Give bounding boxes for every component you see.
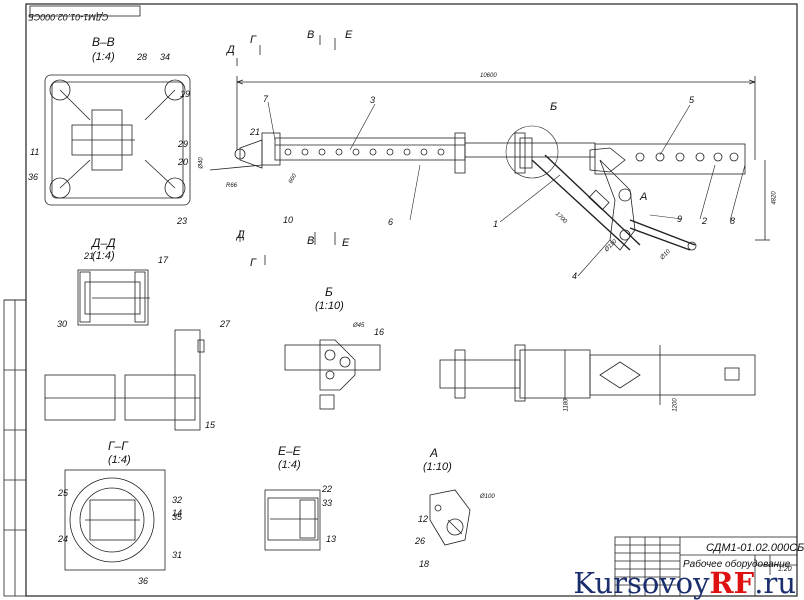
callout-5: 5 [689, 95, 695, 105]
callout-4: 4 [572, 271, 578, 281]
section-ee-scale: (1:4) [278, 459, 301, 471]
stamp-title: Рабочее оборудование [683, 559, 791, 570]
dim-d10: Ø100 [480, 494, 495, 500]
section-a-scale: (1:10) [423, 461, 452, 473]
section-gg-title: Г–Г [108, 439, 128, 453]
dim-d3: R66 [226, 183, 238, 189]
cut-label-g-top: Г [250, 34, 256, 46]
dim-d9: 1200 [672, 398, 679, 412]
section-gg-scale: (1:4) [108, 454, 131, 466]
dim-d1: Ø40 [198, 157, 205, 169]
callout-19: 19 [180, 89, 191, 99]
callout-15: 15 [205, 420, 216, 430]
section-a-title: А [430, 446, 439, 460]
callout-22: 22 [322, 484, 333, 494]
callout-35: 35 [172, 512, 183, 522]
dim-d8: 1180 [563, 398, 570, 412]
callout-13: 13 [326, 534, 337, 544]
section-b-scale: (1:10) [315, 300, 344, 312]
section-vv [44, 74, 191, 206]
callout-2: 2 [702, 216, 708, 226]
section-dd [77, 269, 150, 326]
dim-height: 4820 [771, 191, 778, 205]
top-stamp-code: СДМ1-01.02.000СБ [28, 12, 109, 22]
cut-label-v-top: В [307, 29, 315, 41]
callout-36-gg: 36 [138, 576, 149, 586]
title-block [614, 536, 798, 597]
callout-8: 8 [730, 216, 736, 226]
section-ee-title: Е–Е [278, 444, 301, 458]
watermark-logo: KursovoyRF.ru [573, 566, 796, 600]
callout-34: 34 [160, 52, 171, 62]
section-ee [264, 489, 321, 551]
cut-label-e-top: Е [345, 29, 353, 41]
cut-label-a: А [640, 191, 648, 203]
callout-9: 9 [677, 214, 683, 224]
stamp-scale: 1:20 [778, 566, 792, 573]
drawing-frame [3, 3, 798, 597]
stamp-code: СДМ1-01.02.000СБ [706, 542, 804, 554]
callout-21-main: 21 [250, 127, 261, 137]
callout-29: 29 [178, 139, 189, 149]
callout-12: 12 [418, 514, 429, 524]
callout-14: 14 [172, 508, 183, 518]
section-a [429, 489, 471, 546]
callout-20: 20 [178, 157, 189, 167]
callout-24: 24 [58, 534, 69, 544]
callout-26: 26 [415, 536, 426, 546]
callout-21-dd: 21 [84, 251, 95, 261]
callout-30: 30 [57, 319, 68, 329]
section-vv-scale: (1:4) [92, 51, 115, 63]
main-assembly [209, 35, 770, 265]
callout-36-vv: 36 [28, 172, 39, 182]
boom-holes [284, 148, 739, 162]
callout-32: 32 [172, 495, 183, 505]
cut-label-e-bottom: Е [342, 237, 350, 249]
cut-label-b: Б [550, 101, 558, 113]
callout-17: 17 [158, 255, 169, 265]
callout-25: 25 [58, 488, 69, 498]
callout-31: 31 [172, 550, 183, 560]
dim-overall-length: 10600 [480, 73, 497, 79]
callout-6: 6 [388, 217, 394, 227]
section-dd-title: Д–Д [92, 236, 116, 250]
cut-label-v-bottom: В [307, 235, 315, 247]
section-gg [64, 469, 166, 571]
dim-d7: Ø45 [353, 323, 365, 329]
callout-11: 11 [30, 147, 40, 157]
section-b-title: Б [325, 285, 333, 299]
callout-16: 16 [374, 327, 385, 337]
cut-label-d-bottom: Д [237, 229, 245, 241]
callout-10: 10 [283, 215, 294, 225]
callout-7: 7 [263, 94, 269, 104]
joint-view [44, 329, 205, 431]
callout-27: 27 [220, 319, 231, 329]
callout-23: 23 [177, 216, 188, 226]
callout-28: 28 [137, 52, 148, 62]
callout-33: 33 [322, 498, 333, 508]
cut-label-d-top: Д [227, 44, 235, 56]
callout-3: 3 [370, 95, 376, 105]
cut-label-g-bottom: Г [250, 257, 256, 269]
callout-18: 18 [419, 559, 430, 569]
section-b [284, 339, 381, 410]
section-vv-title: В–В [92, 35, 115, 49]
section-dd-scale: (1:4) [92, 250, 115, 262]
plan-view [439, 344, 756, 405]
leader-lines [267, 101, 746, 277]
callout-1: 1 [493, 219, 499, 229]
